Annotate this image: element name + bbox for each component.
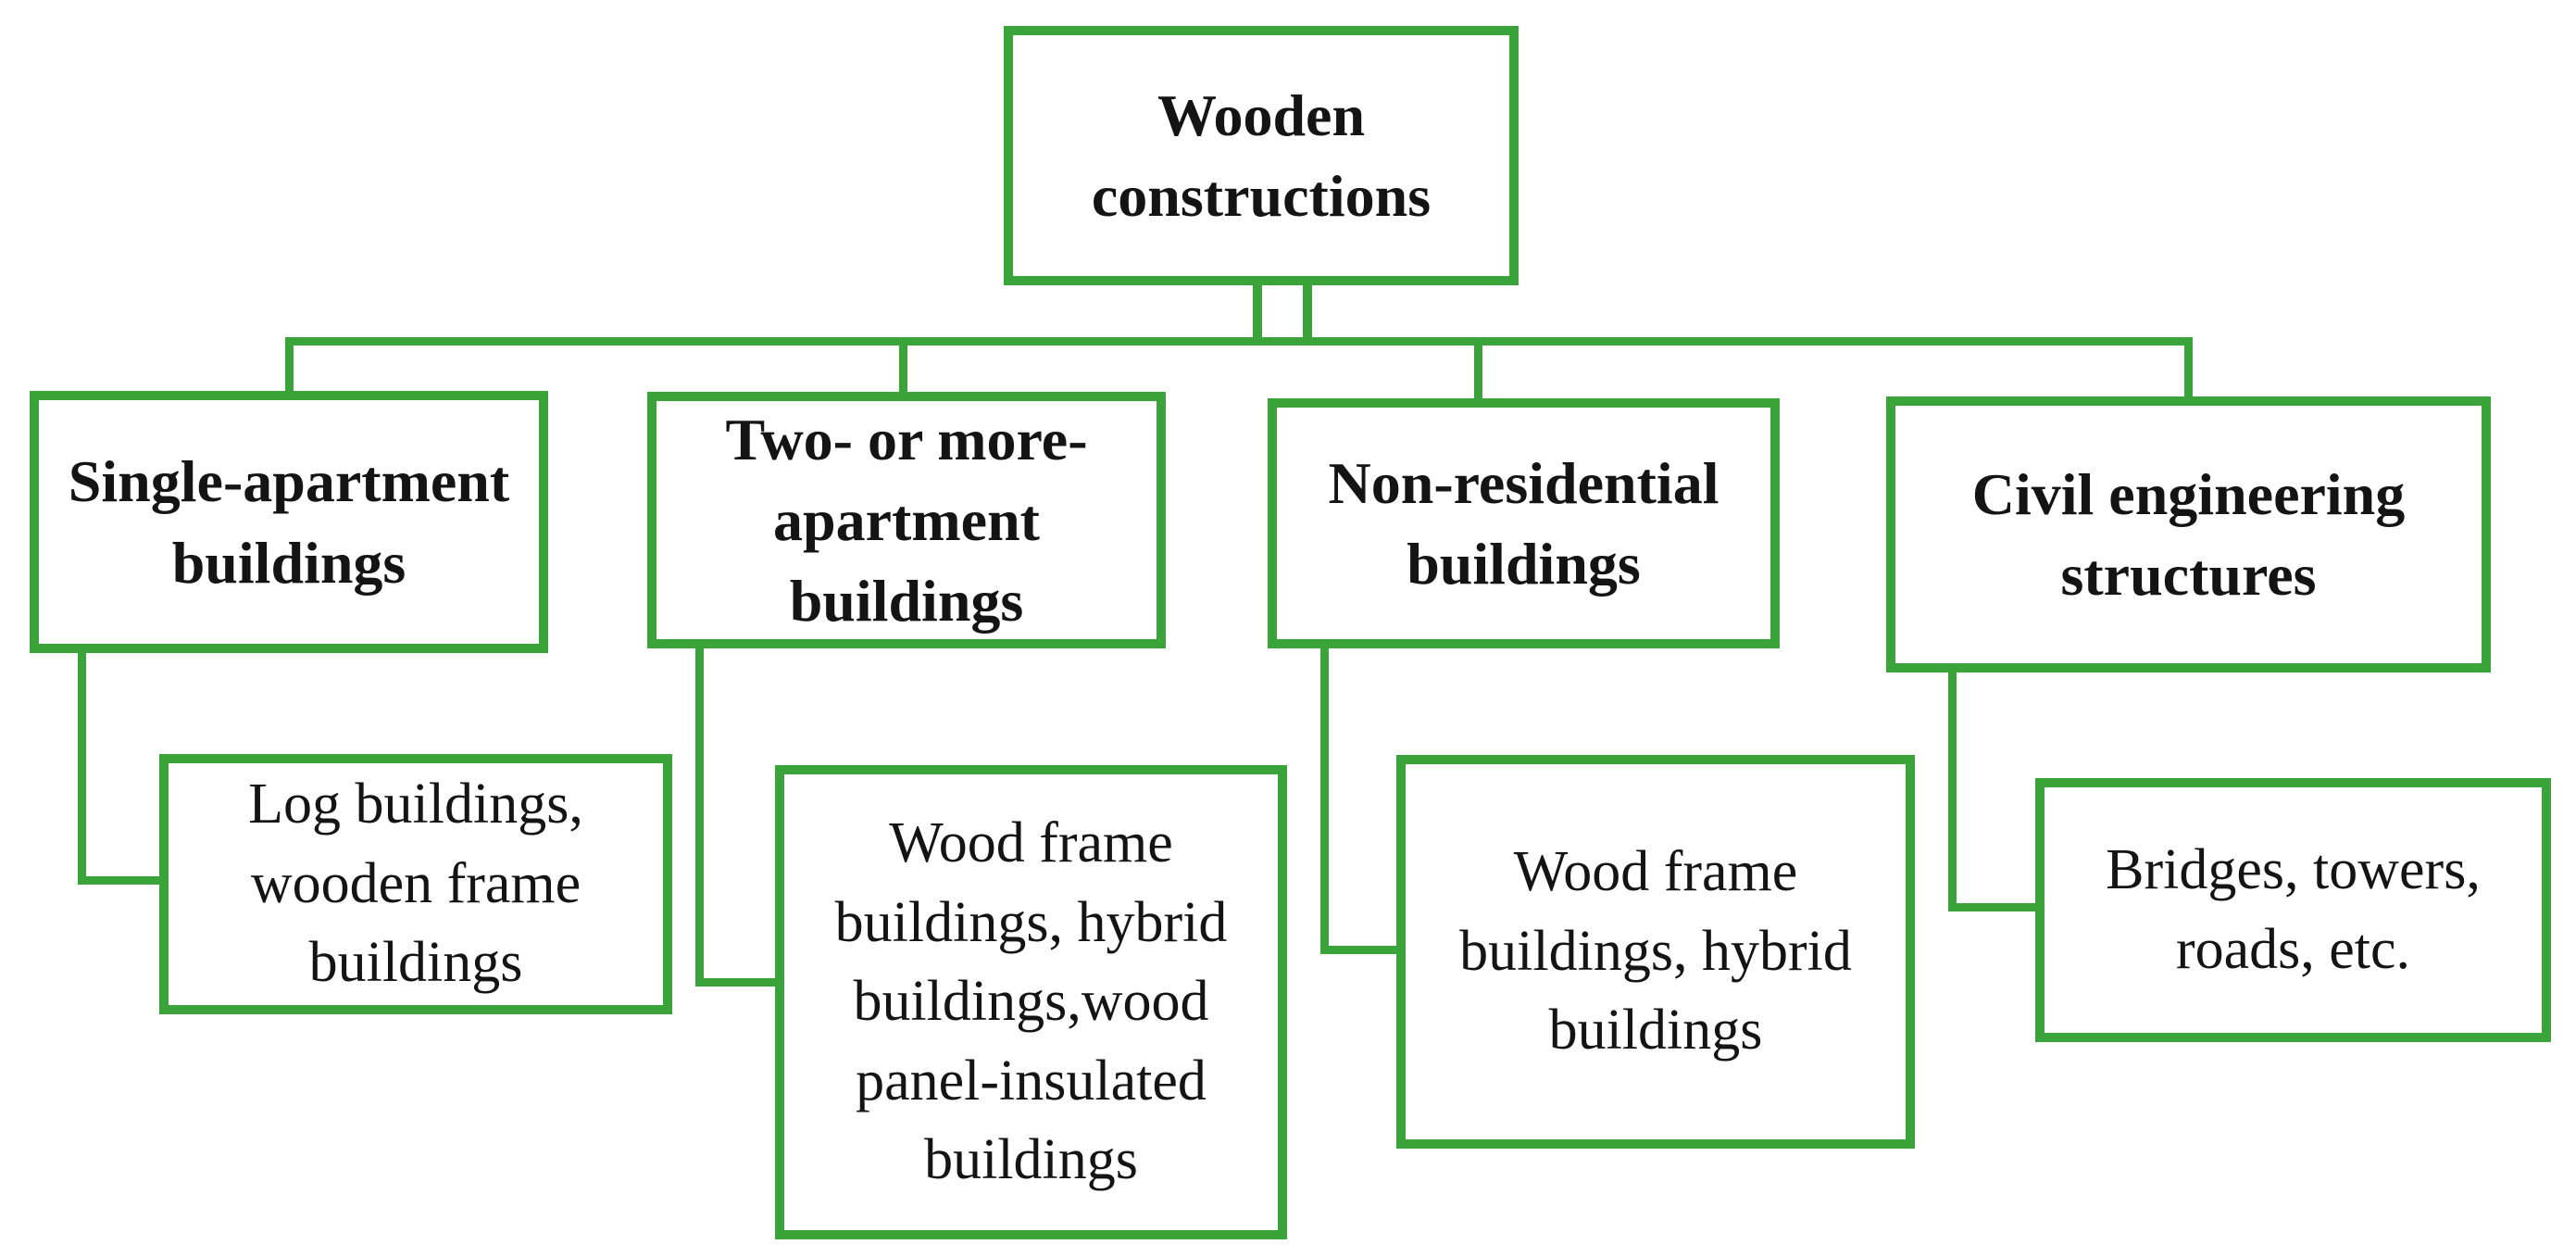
- node-non-residential-buildings: Non-residential buildings: [1268, 398, 1780, 648]
- connector-root-stem-left: [1253, 283, 1262, 341]
- node-civil-engineering-structures: Civil engineering structures: [1886, 396, 2491, 672]
- node-wood-frame-hybrid-buildings: Wood frame buildings, hybrid buildings: [1396, 755, 1915, 1149]
- node-wooden-constructions: Wooden constructions: [1004, 26, 1519, 285]
- connector-root-stem-right: [1303, 283, 1312, 341]
- connector-drop-two-or-more-apartment: [899, 344, 907, 396]
- node-bridges-towers-roads: Bridges, towers, roads, etc.: [2035, 778, 2551, 1042]
- connector-drop-civil-engineering: [2184, 344, 2193, 400]
- connector-horizontal-bus: [285, 337, 2193, 346]
- connector-elbow-horizontal-civil-engineering: [1948, 903, 2039, 911]
- connector-elbow-horizontal-non-residential: [1320, 946, 1400, 954]
- connector-elbow-horizontal-single-apartment: [78, 876, 163, 885]
- node-single-apartment-buildings: Single-apartment buildings: [30, 391, 548, 653]
- node-log-and-wooden-frame-buildings: Log buildings, wooden frame buildings: [159, 754, 672, 1014]
- node-two-or-more-apartment-buildings: Two- or more- apartment buildings: [647, 392, 1166, 648]
- connector-drop-single-apartment: [285, 344, 294, 395]
- connector-elbow-vertical-non-residential: [1320, 645, 1329, 954]
- connector-elbow-vertical-civil-engineering: [1948, 669, 1957, 911]
- node-wood-frame-hybrid-panel-insulated-buildings: Wood frame buildings, hybrid buildings,w…: [775, 765, 1287, 1239]
- connector-elbow-vertical-two-or-more-apartment: [695, 645, 704, 987]
- connector-drop-non-residential: [1474, 344, 1482, 402]
- connector-elbow-vertical-single-apartment: [78, 648, 86, 885]
- connector-elbow-horizontal-two-or-more-apartment: [695, 978, 779, 987]
